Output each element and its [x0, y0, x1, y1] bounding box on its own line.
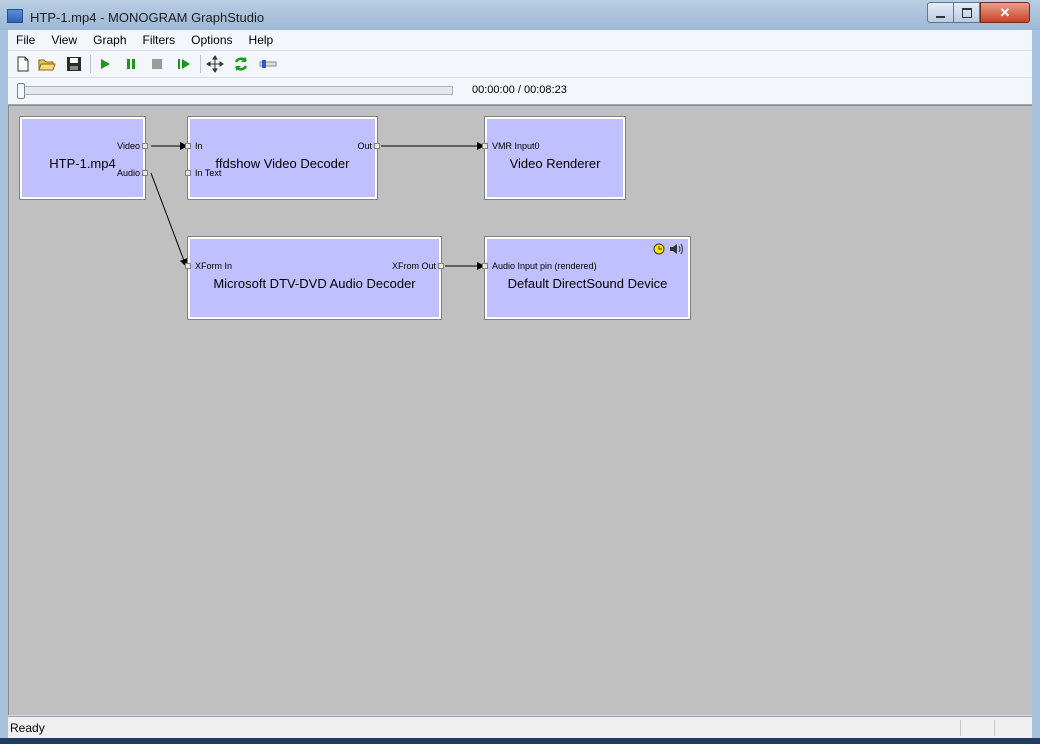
stop-button[interactable]	[147, 54, 167, 74]
filter-video-decoder[interactable]: ffdshow Video Decoder In In Text Out	[185, 116, 380, 200]
filter-name: Video Renderer	[509, 156, 601, 171]
seek-icon	[259, 60, 277, 68]
filter-name: ffdshow Video Decoder	[215, 156, 350, 171]
pin-in[interactable]	[185, 143, 191, 149]
pin-audio-out[interactable]	[142, 170, 148, 176]
filter-audio-renderer[interactable]: Default DirectSound Device Audio Input p…	[482, 236, 691, 320]
time-readout: 00:00:00 / 00:08:23	[472, 84, 567, 96]
window-title: HTP-1.mp4 - MONOGRAM GraphStudio	[30, 10, 265, 25]
refresh-icon	[234, 57, 248, 71]
save-button[interactable]	[64, 54, 84, 74]
seek-slider-button[interactable]	[258, 54, 278, 74]
menu-options[interactable]: Options	[191, 33, 233, 47]
graph-canvas[interactable]: HTP-1.mp4 Video Audio ffdshow Video Deco…	[8, 105, 1032, 715]
speaker-icon	[670, 243, 683, 255]
seek-bar: 00:00:00 / 00:08:23	[8, 78, 1032, 105]
wire-audio-to-decoder[interactable]	[150, 172, 188, 267]
pin-label-video: Video	[117, 141, 140, 151]
menu-graph[interactable]: Graph	[93, 33, 127, 47]
stop-icon	[152, 59, 162, 69]
app-icon[interactable]	[7, 9, 23, 23]
play-icon	[101, 59, 110, 69]
seek-thumb[interactable]	[17, 83, 25, 99]
filter-name: Default DirectSound Device	[507, 276, 668, 291]
restore-button[interactable]	[953, 2, 980, 23]
pin-label-vmr-input: VMR Input0	[492, 141, 540, 151]
step-icon	[178, 59, 190, 69]
pin-label-audio: Audio	[116, 168, 140, 178]
close-button[interactable]: ✕	[980, 2, 1030, 23]
toolbar-separator	[90, 55, 91, 73]
menu-help[interactable]: Help	[248, 33, 274, 47]
clock-icon	[653, 243, 665, 255]
open-folder-icon	[38, 59, 56, 71]
pin-label-out: Out	[357, 141, 372, 151]
pin-audio-input[interactable]	[482, 263, 488, 269]
refresh-button[interactable]	[231, 54, 251, 74]
status-bar: Ready	[8, 716, 1032, 739]
pin-label-in-text: In Text	[195, 168, 222, 178]
play-button[interactable]	[95, 54, 115, 74]
pause-icon	[127, 59, 135, 69]
arrange-button[interactable]	[205, 54, 225, 74]
window-frame-right	[1032, 30, 1040, 744]
save-icon	[67, 57, 81, 71]
pin-vmr-input[interactable]	[482, 143, 488, 149]
filter-source[interactable]: HTP-1.mp4 Video Audio	[19, 116, 148, 200]
title-bar[interactable]: HTP-1.mp4 - MONOGRAM GraphStudio ✕	[0, 0, 1040, 30]
filter-audio-decoder[interactable]: Microsoft DTV-DVD Audio Decoder XForm In…	[185, 236, 444, 320]
menu-filters[interactable]: Filters	[142, 33, 176, 47]
pin-label-audio-input: Audio Input pin (rendered)	[492, 261, 597, 271]
status-separator	[960, 720, 961, 736]
filter-video-renderer[interactable]: Video Renderer VMR Input0	[482, 116, 626, 200]
arrange-icon	[206, 55, 224, 73]
menu-view[interactable]: View	[51, 33, 78, 47]
minimize-icon	[936, 15, 945, 18]
taskbar[interactable]	[0, 738, 1040, 744]
restore-icon	[961, 7, 972, 18]
menu-bar: File View Graph Filters Options Help	[8, 30, 1032, 51]
pin-label-xform-in: XForm In	[195, 261, 233, 271]
filter-name: Microsoft DTV-DVD Audio Decoder	[213, 276, 416, 291]
status-separator	[994, 720, 995, 736]
pin-video-out[interactable]	[142, 143, 148, 149]
toolbar	[8, 51, 1032, 78]
pin-in-text[interactable]	[185, 170, 191, 176]
seek-track[interactable]	[17, 86, 453, 95]
new-button[interactable]	[13, 54, 33, 74]
pin-label-in: In	[195, 141, 203, 151]
minimize-button[interactable]	[927, 2, 954, 23]
toolbar-separator	[200, 55, 201, 73]
step-button[interactable]	[174, 54, 194, 74]
pin-xform-in[interactable]	[185, 263, 191, 269]
new-file-icon	[17, 56, 29, 72]
close-icon: ✕	[999, 4, 1011, 20]
pin-out[interactable]	[374, 143, 380, 149]
pin-xfrom-out[interactable]	[438, 263, 444, 269]
window-frame-left	[0, 30, 8, 744]
menu-file[interactable]: File	[16, 33, 36, 47]
filter-name: HTP-1.mp4	[49, 156, 116, 171]
open-button[interactable]	[37, 54, 57, 74]
connection-wires	[150, 142, 485, 270]
status-text: Ready	[10, 721, 45, 735]
pause-button[interactable]	[121, 54, 141, 74]
pin-label-xfrom-out: XFrom Out	[391, 261, 436, 271]
